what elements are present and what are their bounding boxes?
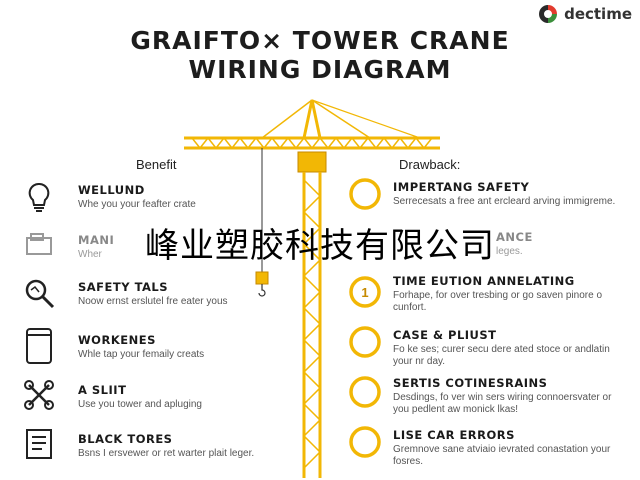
title-line-2: WIRING DIAGRAM bbox=[188, 55, 452, 84]
drawback-item: CASE & PLIUST Fo ke ses; curer secu dere… bbox=[393, 328, 623, 368]
benefit-desc: Use you tower and apluging bbox=[78, 399, 202, 410]
benefit-item: SAFETY TALS Noow ernst erslutel fre eate… bbox=[78, 280, 258, 308]
benefit-item: BLACK TORES Bsns I ersvewer or ret warte… bbox=[78, 432, 268, 460]
tools-icon bbox=[24, 380, 54, 410]
drawback-circle-icon bbox=[349, 326, 381, 358]
tablet-icon bbox=[26, 328, 52, 364]
benefit-desc: Wher bbox=[78, 249, 102, 260]
drawback-badge: 1 bbox=[361, 285, 368, 300]
drawback-item: IMPERTANG SAFETY Serrecesats a free ant … bbox=[393, 180, 623, 208]
benefit-item: A SLIIT Use you tower and apluging bbox=[78, 383, 278, 411]
drawback-title: ANCE bbox=[496, 230, 533, 244]
drawback-desc: Serrecesats a free ant ercleard arving i… bbox=[393, 196, 616, 207]
drawback-title: SERTIS COTINESRAINS bbox=[393, 376, 548, 390]
drawback-circle-icon bbox=[349, 376, 381, 408]
crane-hook bbox=[255, 148, 269, 297]
magnifier-icon bbox=[25, 279, 55, 309]
document-icon bbox=[26, 429, 52, 459]
drawback-desc: Gremnove sane atviaio ievrated conastati… bbox=[393, 444, 611, 467]
benefit-item: WORKENES Whle tap your femaily creats bbox=[78, 333, 278, 361]
crane-cab bbox=[297, 151, 327, 173]
panel-icon bbox=[26, 233, 52, 255]
crane-mast bbox=[302, 172, 322, 478]
benefit-title: SAFETY TALS bbox=[78, 280, 169, 294]
drawback-circle-icon bbox=[349, 178, 381, 210]
benefit-title: BLACK TORES bbox=[78, 432, 173, 446]
benefit-desc: Whle tap your femaily creats bbox=[78, 349, 205, 360]
benefit-title: WELLUND bbox=[78, 183, 145, 197]
benefit-item: MANI Wher bbox=[78, 233, 278, 261]
drawback-title: CASE & PLIUST bbox=[393, 328, 497, 342]
drawback-title: TIME EUTION ANNELATING bbox=[393, 274, 575, 288]
benefit-title: A SLIIT bbox=[78, 383, 127, 397]
drawback-title: LISE CAR ERRORS bbox=[393, 428, 515, 442]
drawback-item: SERTIS COTINESRAINS Desdings, fo ver win… bbox=[393, 376, 623, 416]
benefit-item: WELLUND Whe you your feafter crate bbox=[78, 183, 278, 211]
drawback-item: ANCE leges. bbox=[496, 230, 616, 258]
drawback-item: TIME EUTION ANNELATING Forhape, for over… bbox=[393, 274, 623, 314]
benefit-desc: Noow ernst erslutel fre eater yous bbox=[78, 296, 228, 307]
watermark-text: 峰业塑胶科技有限公司 bbox=[145, 226, 495, 266]
benefit-title: WORKENES bbox=[78, 333, 156, 347]
benefit-desc: Bsns I ersvewer or ret warter plait lege… bbox=[78, 448, 255, 459]
brand-name: dectime bbox=[564, 5, 632, 23]
title-line-1: GRAIFTO× TOWER CRANE bbox=[130, 26, 510, 55]
drawback-title: IMPERTANG SAFETY bbox=[393, 180, 530, 194]
drawback-header: Drawback: bbox=[399, 157, 461, 172]
drawback-desc: Forhape, for over tresbing or go saven p… bbox=[393, 290, 603, 313]
lightbulb-icon bbox=[28, 182, 50, 212]
drawback-desc: Fo ke ses; curer secu dere ated stoce or… bbox=[393, 344, 610, 367]
brand-logo: dectime bbox=[538, 4, 632, 24]
crane-tower-top bbox=[261, 99, 421, 140]
drawback-desc: Desdings, fo ver win sers wiring connoer… bbox=[393, 392, 612, 415]
drawback-desc: leges. bbox=[496, 246, 523, 257]
drawback-circle-icon: 1 bbox=[349, 276, 381, 308]
drawback-circle-icon bbox=[349, 426, 381, 458]
benefit-desc: Whe you your feafter crate bbox=[78, 199, 196, 210]
page-title: GRAIFTO× TOWER CRANE WIRING DIAGRAM bbox=[0, 26, 640, 84]
benefit-header: Benefit bbox=[136, 157, 177, 172]
benefit-title: MANI bbox=[78, 233, 115, 247]
drawback-item: LISE CAR ERRORS Gremnove sane atviaio ie… bbox=[393, 428, 623, 468]
brand-mark-icon bbox=[539, 5, 558, 23]
